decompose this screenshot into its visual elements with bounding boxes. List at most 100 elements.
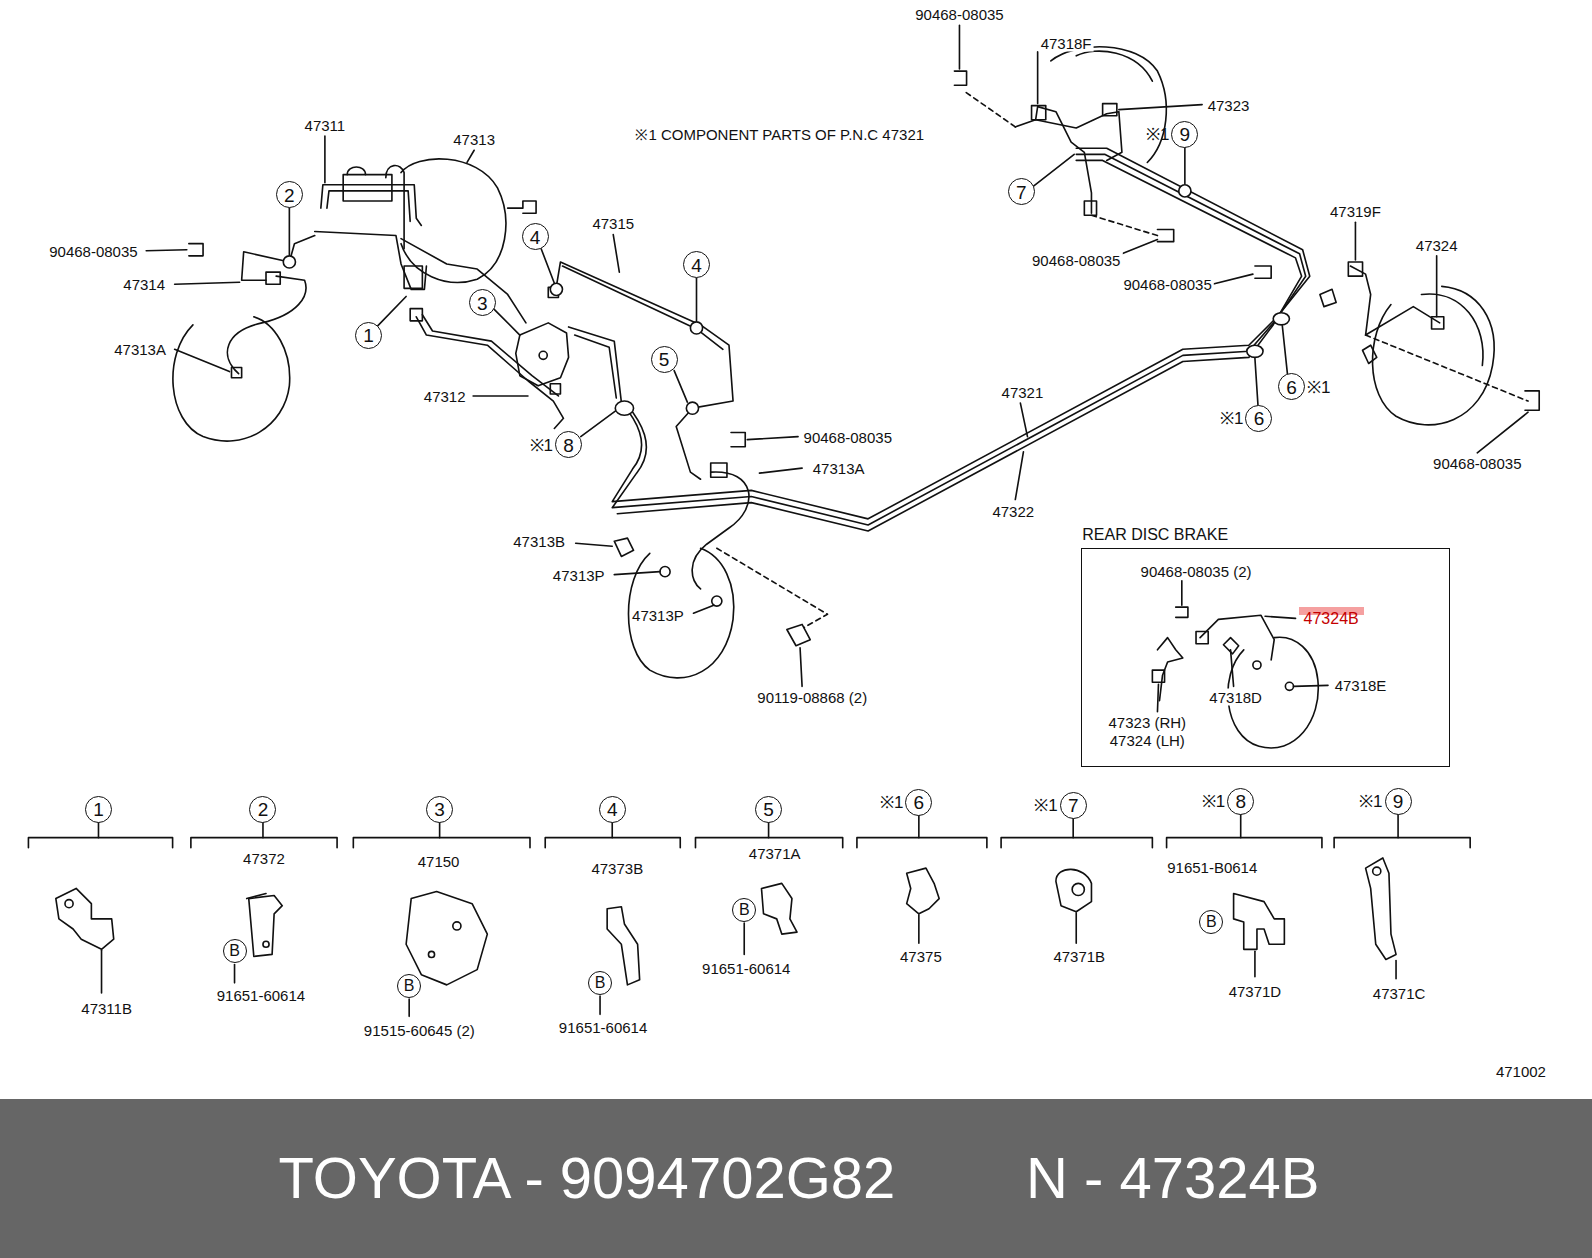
part-label: 47314 (121, 276, 167, 293)
callout-number: B (1206, 914, 1217, 930)
callout-number: 4 (522, 223, 549, 250)
callout-number: B (229, 943, 240, 959)
part-label: 47324 (1414, 236, 1460, 253)
callout-number: 6 (1254, 409, 1265, 428)
callout-number: 3 (434, 800, 445, 819)
callout-number: B (595, 975, 606, 991)
callout-number: 2 (276, 181, 303, 208)
part-label: 47371C (1371, 984, 1428, 1001)
callout-number: ※18 (1227, 788, 1254, 815)
part-label: 90468-08035 (1431, 454, 1523, 471)
part-label: 47371D (1227, 982, 1284, 999)
part-label: 47373B (589, 860, 645, 877)
note-mark: ※1 (530, 436, 553, 453)
callout-number: ※16 (1245, 405, 1272, 432)
note-mark: ※1 (1146, 126, 1169, 143)
callout-number: 4 (607, 800, 618, 819)
part-label: 47322 (990, 502, 1036, 519)
callout-number: 3 (477, 293, 488, 312)
note-mark: ※1 (1220, 410, 1243, 427)
callout-number: 4 (530, 227, 541, 246)
part-label: 91515-60645 (2) (362, 1021, 477, 1038)
callout-number: ※16 (905, 789, 932, 816)
inset-box: 47324BREAR DISC BRAKE (1081, 548, 1450, 766)
callout-number: 1 (363, 326, 374, 345)
callout-number: 2 (249, 796, 276, 823)
callout-number: 4 (691, 255, 702, 274)
note-mark: ※1 (1307, 378, 1330, 395)
part-label: 47313 (451, 131, 497, 148)
part-label: 47313P (551, 566, 607, 583)
callout-number: 2 (284, 185, 295, 204)
part-label: 47313P (630, 607, 686, 624)
part-label: 90468-08035 (1030, 251, 1122, 268)
part-label: 47311B (79, 1000, 134, 1017)
inset-heading: REAR DISC BRAKE (1082, 527, 1228, 543)
callout-number: B (404, 978, 415, 994)
part-label: 90468-08035 (2) (1139, 562, 1254, 579)
callout-number: 2 (258, 800, 269, 819)
callout-number: 3 (426, 796, 453, 823)
callout-number: 5 (755, 796, 782, 823)
part-label: 90468-08035 (913, 6, 1005, 23)
part-label: 90468-08035 (802, 428, 894, 445)
callout-number: 3 (469, 289, 496, 316)
part-label: 91651-60614 (557, 1019, 649, 1036)
part-label: 47372 (241, 849, 287, 866)
part-label: 47318F (1039, 34, 1094, 51)
part-label: 47315 (590, 215, 636, 232)
callout-number: 9 (1393, 792, 1404, 811)
callout-number: 9 (1180, 125, 1191, 144)
callout-number: 5 (651, 346, 678, 373)
callout-number: 6 (914, 793, 925, 812)
part-label: 47375 (898, 948, 944, 965)
part-label: 47313A (112, 341, 168, 358)
part-label: 47324 (LH) (1108, 732, 1187, 749)
callout-number: 1 (93, 800, 104, 819)
note-mark: ※1 (880, 794, 903, 811)
part-label: 47318E (1333, 677, 1389, 694)
callout-number: B (739, 902, 750, 918)
callout-number: ※18 (555, 431, 582, 458)
callout-number: ※19 (1385, 788, 1412, 815)
bolt-callout: B (1199, 910, 1223, 934)
callout-number: 1 (355, 322, 382, 349)
part-label: 47323 (RH) (1107, 713, 1189, 730)
part-label: 47371A (747, 844, 803, 861)
part-label: 91651-B0614 (1165, 859, 1259, 876)
part-label: 47312 (422, 387, 468, 404)
part-label: 91651-60614 (215, 987, 307, 1004)
callout-number: 1 (85, 796, 112, 823)
footer-text: TOYOTA - 9094702G82 (278, 1149, 895, 1207)
part-label: 91651-60614 (700, 959, 792, 976)
part-label: 47313A (811, 460, 867, 477)
part-label: 47318D (1207, 688, 1264, 705)
callout-number: 4 (683, 251, 710, 278)
part-label: 90468-08035 (1121, 276, 1213, 293)
callout-number: 5 (659, 350, 670, 369)
part-label: 47311 (303, 116, 348, 133)
part-label: 47371B (1051, 948, 1107, 965)
part-label: 47319F (1328, 203, 1383, 220)
part-label: 90119-08868 (2) (755, 688, 869, 705)
highlight-box: 47324B (1299, 607, 1364, 615)
callout-number: 4 (599, 796, 626, 823)
note-mark: ※1 (1034, 797, 1057, 814)
part-label: 47313B (511, 533, 567, 550)
figure-number: 471002 (1494, 1063, 1548, 1080)
footer-text: N - 47324B (1026, 1149, 1319, 1207)
callout-number: 7 (1068, 796, 1079, 815)
note-mark: ※1 (1202, 793, 1225, 810)
part-label: 47150 (416, 852, 462, 869)
part-label: 47321 (1000, 383, 1046, 400)
footer-band: TOYOTA - 9094702G82 N - 47324B (0, 1099, 1592, 1258)
callout-number: 8 (1235, 792, 1246, 811)
part-label: 90468-08035 (47, 242, 139, 259)
bolt-callout: B (588, 971, 612, 995)
callout-number: ※17 (1060, 792, 1087, 819)
callout-number: 7 (1016, 182, 1027, 201)
callout-number: 6※1 (1278, 373, 1305, 400)
callout-number: 7 (1008, 178, 1035, 205)
callout-number: 8 (563, 435, 574, 454)
